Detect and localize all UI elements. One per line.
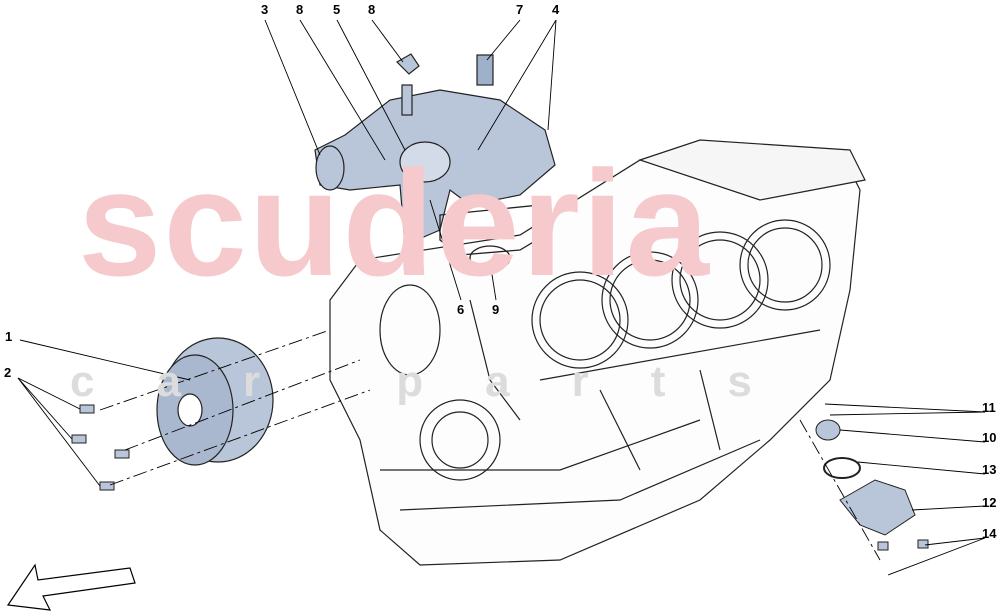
front-direction-arrow-icon xyxy=(6,563,136,611)
engine-block xyxy=(329,139,866,566)
callout-2: 2 xyxy=(4,365,12,380)
callout-9: 9 xyxy=(492,302,500,317)
callout-13: 13 xyxy=(982,462,997,477)
watermark-sub: car parts xyxy=(70,357,814,406)
callout-8a: 8 xyxy=(296,2,304,17)
callout-5: 5 xyxy=(333,2,341,17)
callout-10: 10 xyxy=(982,430,997,445)
thermostat-group xyxy=(815,419,916,536)
callout-8b: 8 xyxy=(368,2,376,17)
water-pump-housing xyxy=(314,53,556,246)
leader-lines xyxy=(17,19,986,576)
callout-12: 12 xyxy=(982,495,997,510)
callout-7: 7 xyxy=(516,2,524,17)
watermark-brand: scuderia xyxy=(78,139,711,307)
callout-4: 4 xyxy=(552,2,560,17)
callout-14: 14 xyxy=(982,526,997,541)
gasket xyxy=(439,204,546,271)
callout-1: 1 xyxy=(5,329,13,344)
callout-11: 11 xyxy=(982,400,996,415)
callout-3: 3 xyxy=(261,2,269,17)
callout-6: 6 xyxy=(457,302,465,317)
pulley xyxy=(156,337,274,466)
bolts xyxy=(71,404,929,551)
